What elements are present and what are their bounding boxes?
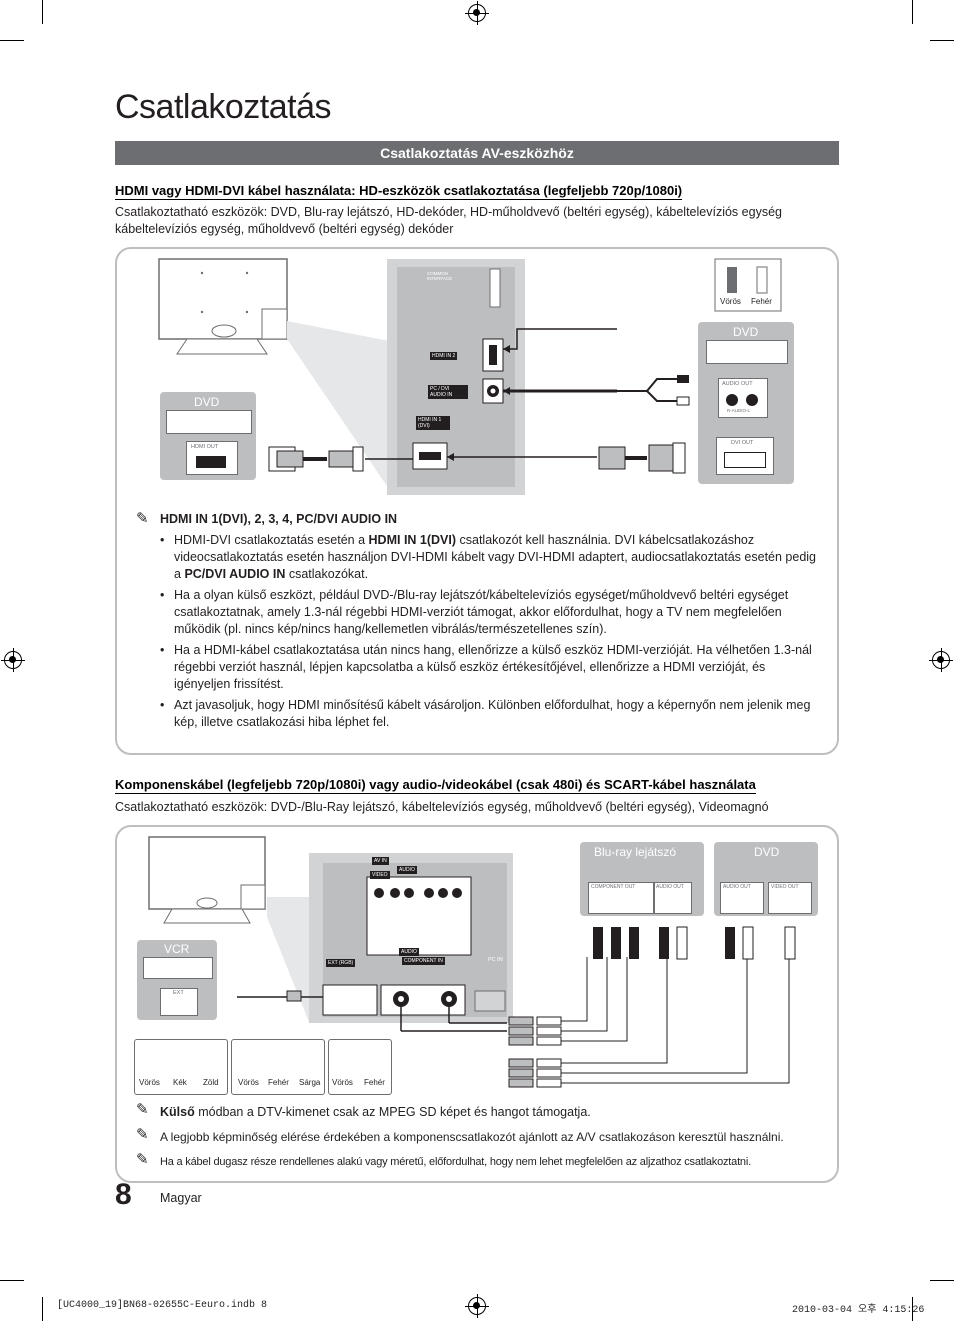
hdmi-diagram [158,258,782,495]
component-diagram [148,836,796,1088]
panel-hdmi1-label: HDMI IN 1 (DVI) [416,416,450,430]
legend-label: Zöld [203,1078,219,1087]
crop-mark [0,40,24,41]
legend-label: Vörös [139,1078,160,1087]
dvd-audio-label: AUDIO OUT [723,884,751,890]
component-note-3: Ha a kábel dugasz része rendellenes alak… [160,1156,751,1168]
dvd-right-label: DVD [733,325,759,339]
page-language: Magyar [160,1191,202,1205]
section-bar: Csatlakoztatás AV-eszközhöz [115,141,839,165]
cable-red-label: Vörös [720,297,741,306]
dvd-video-port [768,882,812,914]
registration-mark-icon [1,648,25,672]
component-intro: Csatlakoztatható eszközök: DVD-/Blu-Ray … [115,800,769,814]
dvd-player-icon [166,410,252,434]
vcr-label: VCR [164,942,190,956]
crop-mark [930,40,954,41]
legend-label: Sárga [299,1078,321,1087]
hdmi-out-label: HDMI OUT [191,444,219,450]
audio-out-label: AUDIO OUT [722,381,753,387]
rca-jack-icon [746,394,758,406]
audio-out-sublabel: R-AUDIO-L [727,408,751,413]
tv-icon [148,836,266,924]
list-item: Azt javasoljuk, hogy HDMI minősítésű káb… [156,697,820,731]
list-item: Ha a olyan külső eszközt, például DVD-/B… [156,587,820,638]
component-heading: Komponenskábel (legfeljebb 720p/1080i) v… [115,777,756,794]
crop-mark [912,0,913,24]
panel-video-label: VIDEO [370,871,390,879]
note-pencil-icon: ✎ [136,1151,149,1168]
bluray-label: Blu-ray lejátszó [594,845,677,859]
hdmi-port-icon [196,456,226,468]
dvi-out-label: DVI OUT [731,440,754,446]
vcr-port-label: EXT [173,990,184,996]
cable-legend-3 [328,1039,392,1095]
panel-audio2-label: AUDIO [399,948,419,956]
panel-ext-label: EXT (RGB) [326,959,356,967]
dvd-audio-port [720,882,764,914]
bluray-ports [588,882,654,914]
rca-jack-icon [726,394,738,406]
legend-label: Fehér [268,1078,289,1087]
crop-mark [912,1297,913,1321]
dvd-video-label: VIDEO OUT [771,884,799,890]
dvd-label: DVD [754,845,780,859]
footer-file: [UC4000_19]BN68-02655C-Eeuro.indb 8 [57,1300,268,1311]
vcr-icon [143,957,213,979]
component-note-2: A legjobb képminőség elérése érdekében a… [160,1130,784,1144]
panel-hdmi2-label: HDMI IN 2 [430,352,458,360]
list-item: Ha a HDMI-kábel csatlakoztatása után nin… [156,642,820,693]
legend-label: Vörös [238,1078,259,1087]
tv-icon [158,258,288,355]
panel-component-label: COMPONENT IN [402,957,445,965]
panel-avin-label: AV IN [372,857,389,865]
cable-legend-1 [134,1039,228,1095]
panel-audio-label: AUDIO [397,866,417,874]
crop-mark [930,1280,954,1281]
note-pencil-icon: ✎ [136,1126,149,1143]
dvd-left-label: DVD [194,395,220,409]
registration-mark-icon [929,648,953,672]
hdmi-intro: Csatlakoztatható eszközök: DVD, Blu-ray … [115,205,782,236]
bluray-comp-label: COMPONENT OUT [591,884,636,890]
hdmi-heading: HDMI vagy HDMI-DVI kábel használata: HD-… [115,183,683,200]
component-note-1: Külső módban a DTV-kimenet csak az MPEG … [160,1105,591,1119]
panel-pcin-label: PC IN [488,957,503,963]
panel-pcdvi-label: PC / DVI AUDIO IN [428,385,468,399]
panel-common-interface: COMMON INTERFACE [427,271,453,281]
cable-legend-2 [231,1039,325,1095]
hdmi-note-heading: HDMI IN 1(DVI), 2, 3, 4, PC/DVI AUDIO IN [160,512,398,526]
legend-label: Vörös [332,1078,353,1087]
legend-label: Fehér [364,1078,385,1087]
dvi-port-icon [724,452,766,468]
legend-label: Kék [173,1078,187,1087]
registration-mark-icon [465,1294,489,1318]
cable-white-label: Fehér [751,297,772,306]
crop-mark [0,1280,24,1281]
crop-mark [42,1297,43,1321]
registration-mark-icon [465,1,489,25]
crop-mark [42,0,43,24]
scart-port [160,988,198,1016]
bluray-audio-port [654,882,692,914]
page-title: Csatlakoztatás [115,88,332,126]
note-pencil-icon: ✎ [136,510,149,527]
bluray-audio-label: AUDIO OUT [656,884,684,890]
list-item: HDMI-DVI csatlakoztatás esetén a HDMI IN… [156,532,820,583]
page-number: 8 [115,1178,132,1211]
footer-date: 2010-03-04 오후 4:15:26 [792,1305,925,1316]
note-pencil-icon: ✎ [136,1101,149,1118]
hdmi-bullets: HDMI-DVI csatlakoztatás esetén a HDMI IN… [156,532,820,735]
dvd-player-icon [706,340,788,364]
